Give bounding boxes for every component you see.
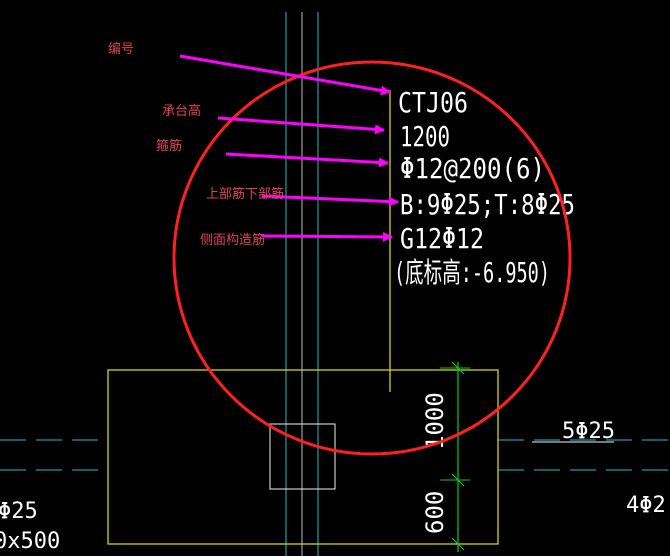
annotation-cap-height: 承台高	[162, 103, 201, 119]
column-square	[269, 423, 336, 490]
beam-code: CTJ06	[398, 86, 468, 119]
arrow-side-bars	[261, 231, 393, 242]
annotation-number: 编号	[108, 42, 134, 57]
annotation-top-bottom: 上部筋下部筋	[206, 186, 284, 202]
arrow-stirrup	[225, 152, 389, 168]
highlight-ellipse	[172, 60, 572, 456]
arrow-number	[179, 54, 391, 96]
beam-side-bars: G12Φ12	[400, 222, 484, 255]
beam-stirrup: Φ12@200(6)	[400, 152, 545, 185]
right-top-label: 5Φ25	[562, 419, 615, 444]
annotation-side-bars: 侧面构造筋	[200, 232, 265, 248]
dim-tick-bottom	[451, 537, 465, 551]
arrow-cap-height	[217, 116, 385, 135]
left-top-label: Φ25	[0, 499, 38, 524]
cap-outline	[107, 369, 499, 545]
dimension-lower: 600	[421, 491, 449, 534]
right-bottom-label: 4Φ2	[626, 493, 666, 518]
beam-top-bottom-bars: B:9Φ25;T:8Φ25	[400, 188, 575, 221]
annotation-stirrup: 箍筋	[156, 138, 182, 154]
beam-bottom-elevation: (底标高:-6.950)	[394, 256, 550, 289]
left-bottom-label: 0x500	[0, 529, 60, 554]
beam-height: 1200	[400, 120, 450, 153]
arrow-top-bottom	[261, 194, 399, 207]
